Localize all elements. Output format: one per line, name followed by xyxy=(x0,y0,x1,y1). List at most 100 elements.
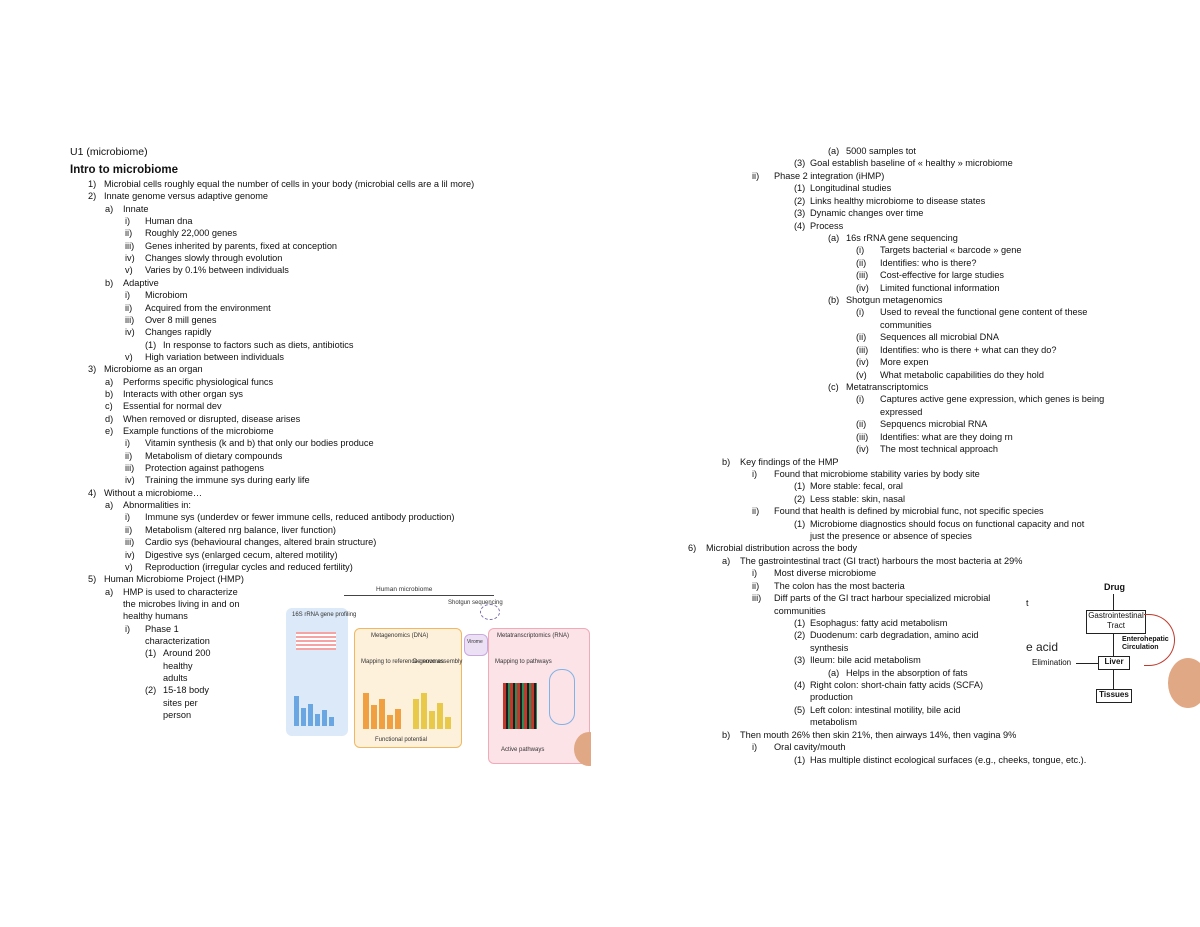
list-marker: iv) xyxy=(125,549,135,560)
list-marker: 1) xyxy=(88,179,97,189)
list-marker: b) xyxy=(105,388,114,399)
list-item-text: adults xyxy=(163,673,188,683)
list-marker: (ii) xyxy=(856,332,867,343)
list-marker: ii) xyxy=(125,450,133,461)
list-marker: ii) xyxy=(125,302,133,313)
list-marker: a) xyxy=(105,586,114,597)
list-item-text: Adaptive xyxy=(123,277,159,288)
list-item-text: sites per xyxy=(163,697,198,708)
list-item-text: Microbiome diagnostics should focus on f… xyxy=(810,518,1085,529)
list-item-text: Immune sys (underdev or fewer immune cel… xyxy=(145,512,455,523)
list-item-text: HMP is used to characterize xyxy=(123,586,238,597)
list-marker: (iv) xyxy=(856,444,869,455)
list-item-text: production xyxy=(810,692,853,703)
list-marker: b) xyxy=(105,277,114,288)
list-marker: (2) xyxy=(794,195,806,206)
list-item-text: Oral cavity/mouth xyxy=(774,742,846,753)
list-marker: i) xyxy=(125,623,131,634)
arrow-drug-gi xyxy=(1113,594,1114,610)
list-marker: (1) xyxy=(794,183,806,194)
list-item-text: Cardio sys (behavioural changes, altered… xyxy=(145,537,377,548)
list-item-text: Reproduction (irregular cycles and reduc… xyxy=(145,561,353,572)
list-marker: d) xyxy=(105,413,114,424)
arrow-liver-tissues xyxy=(1113,669,1114,689)
list-marker: i) xyxy=(752,742,758,753)
list-item-text: Training the immune sys during early lif… xyxy=(145,475,310,486)
list-marker: iv) xyxy=(125,253,135,264)
list-item-text: Shotgun metagenomics xyxy=(846,295,943,306)
mini-bar-chart-assembly xyxy=(413,689,453,729)
fig-label-elimination: Elimination xyxy=(1032,658,1072,667)
list-item-text: 15-18 body xyxy=(163,685,209,696)
list-item-text: The gastrointestinal tract (GI tract) ha… xyxy=(740,555,1023,566)
list-item-text: More expen xyxy=(880,357,929,368)
list-item-text: the microbes living in and on xyxy=(123,598,240,609)
hand-edge-graphic-right xyxy=(1168,658,1200,708)
list-item-text: Dynamic changes over time xyxy=(810,208,924,219)
list-item-text: expressed xyxy=(880,406,923,417)
list-item-text: Performs specific physiological funcs xyxy=(123,376,274,387)
list-marker: 4) xyxy=(88,487,97,498)
list-item-text: person xyxy=(163,710,192,721)
list-marker: (2) xyxy=(794,630,806,641)
list-marker: iii) xyxy=(125,537,135,548)
list-item-text: Duodenum: carb degradation, amino acid xyxy=(810,630,979,641)
list-item-text: Example functions of the microbiome xyxy=(123,426,274,436)
list-item-text: High variation between individuals xyxy=(145,351,284,362)
list-marker: iv) xyxy=(125,327,135,338)
fig-label-functional-potential: Functional potential xyxy=(375,737,428,743)
list-item-text: What metabolic capabilities do they hold xyxy=(880,369,1044,380)
list-marker: v) xyxy=(125,351,133,362)
list-marker: (3) xyxy=(794,208,806,219)
fig-label-denovo: De novo assembly xyxy=(413,659,463,665)
fig-label-active-pathways: Active pathways xyxy=(501,747,545,753)
list-item-text: Metabolism of dietary compounds xyxy=(145,450,283,461)
list-marker: ii) xyxy=(752,170,760,181)
list-item-text: The colon has the most bacteria xyxy=(774,580,905,591)
list-marker: (a) xyxy=(828,667,840,678)
list-item-text: Identifies: what are they doing rn xyxy=(880,431,1013,442)
list-item-text: Process xyxy=(810,220,844,231)
list-item-text: Around 200 xyxy=(163,648,211,659)
list-item-text: healthy humans xyxy=(123,611,188,622)
list-marker: iii) xyxy=(125,463,135,474)
list-item-text: Identifies: who is there? xyxy=(880,257,977,268)
list-item-text: Abnormalities in: xyxy=(123,500,191,511)
list-item-text: metabolism xyxy=(810,717,857,728)
list-item-text: Protection against pathogens xyxy=(145,463,265,474)
list-marker: (ii) xyxy=(856,419,867,430)
list-marker: (2) xyxy=(145,685,157,696)
list-marker: (1) xyxy=(794,481,806,492)
list-marker: (2) xyxy=(794,493,806,504)
list-marker: a) xyxy=(722,555,731,566)
list-marker: c) xyxy=(105,401,113,412)
list-marker: (v) xyxy=(856,369,867,380)
list-item-text: just the presence or absence of species xyxy=(810,531,972,542)
document-title: U1 (microbiome) xyxy=(70,146,148,158)
list-marker: ii) xyxy=(125,228,133,239)
list-marker: ii) xyxy=(752,580,760,591)
list-marker: (3) xyxy=(794,158,806,169)
list-marker: ii) xyxy=(125,524,133,535)
hmp-methods-figure: Human microbiome 16S rRNA gene profiling… xyxy=(284,582,591,766)
fig-label-human-microbiome: Human microbiome xyxy=(376,586,433,593)
list-item-text: 5000 samples tot xyxy=(846,146,916,156)
list-item-text: Goal establish baseline of « healthy » m… xyxy=(810,158,1013,169)
box-tissues: Tissues xyxy=(1096,689,1132,703)
list-item-text: Changes rapidly xyxy=(145,327,212,338)
list-marker: i) xyxy=(125,512,131,523)
list-marker: (a) xyxy=(828,146,840,156)
list-marker: (4) xyxy=(794,220,806,231)
list-marker: i) xyxy=(125,216,131,227)
list-item-text: Phase 2 integration (iHMP) xyxy=(774,170,885,181)
list-item-text: Vitamin synthesis (k and b) that only ou… xyxy=(145,438,374,449)
list-marker: (1) xyxy=(145,339,157,350)
fig-label-shotgun: Shotgun sequencing xyxy=(448,600,503,606)
list-item-text: Varies by 0.1% between individuals xyxy=(145,265,289,276)
list-marker: b) xyxy=(722,456,731,467)
list-item-text: When removed or disrupted, disease arise… xyxy=(123,413,301,424)
box-gi-tract: Gastrointestinal Tract xyxy=(1086,610,1146,634)
list-marker: 3) xyxy=(88,364,97,375)
list-item-text: Key findings of the HMP xyxy=(740,456,839,467)
list-item-text: Metabolism (altered nrg balance, liver f… xyxy=(145,524,336,535)
